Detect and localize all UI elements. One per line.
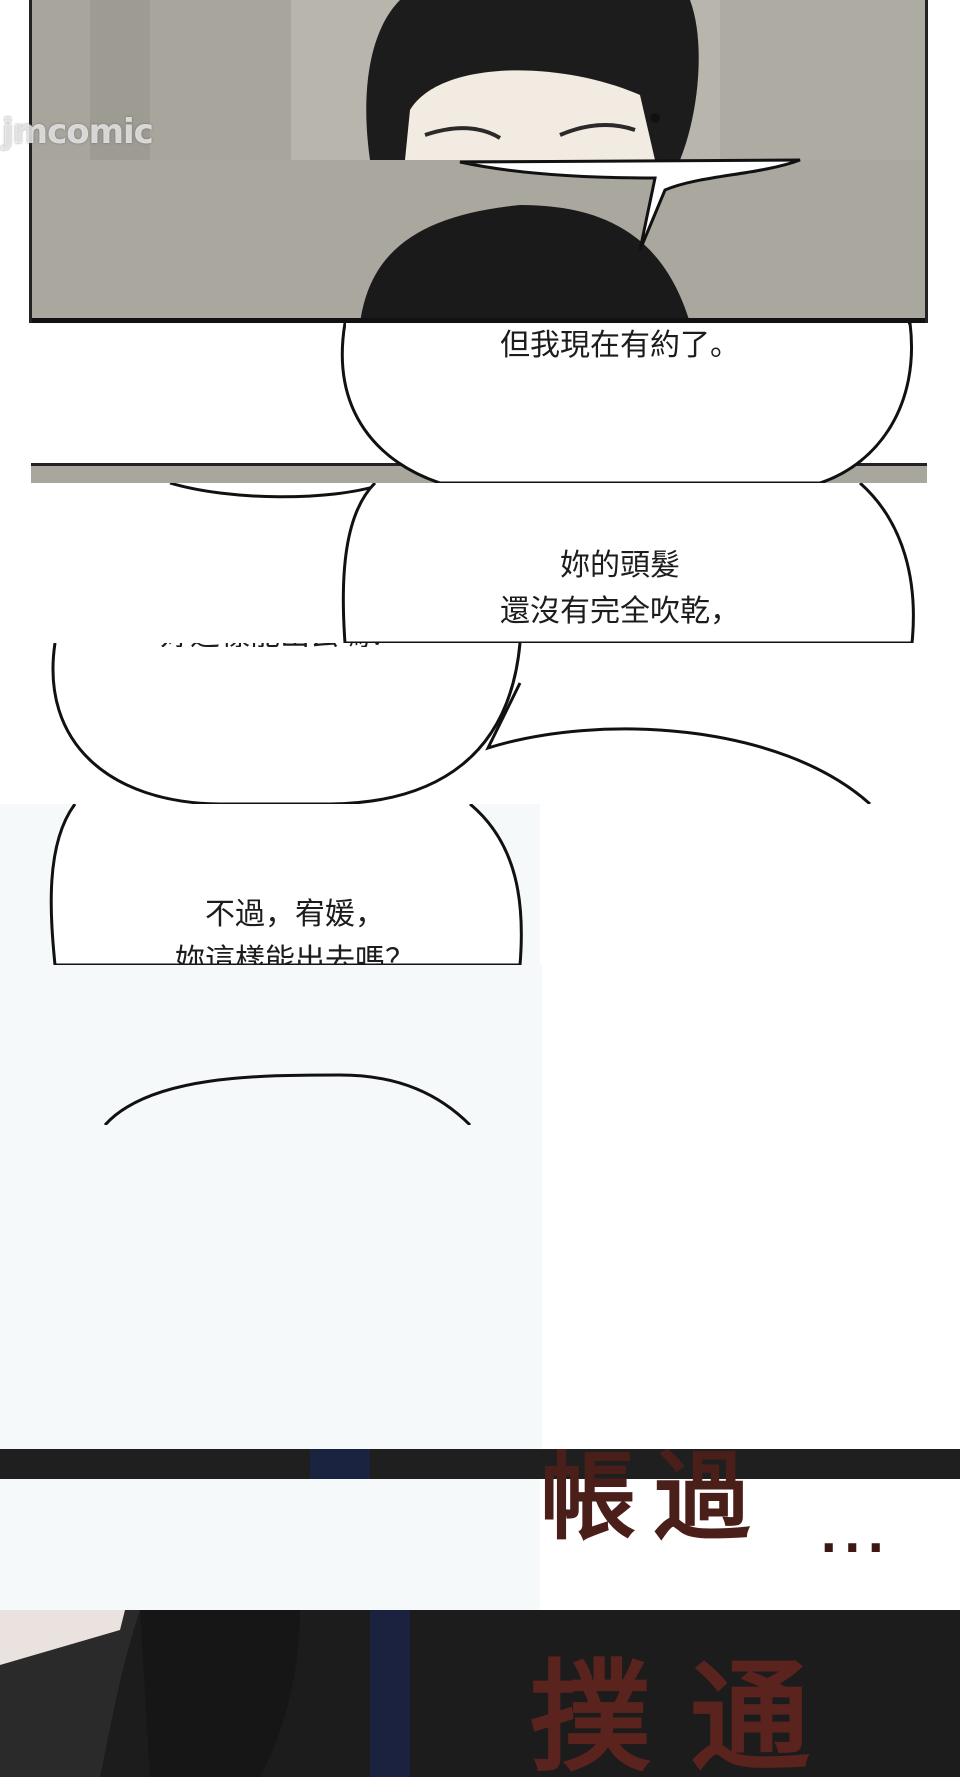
- panel-pale-blank: [0, 965, 960, 1449]
- sfx-top-word: 帳過: [540, 1449, 768, 1553]
- dialogue-appointment: 但我現在有約了。: [500, 328, 740, 363]
- panel-dark-scene-top: 帳過 ...: [0, 1449, 960, 1610]
- dialogue-hair-line-1: 妳的頭髮: [560, 548, 680, 583]
- panel-hair-bubble: 妳的頭髮 還沒有完全吹乾，: [0, 483, 960, 643]
- go-out-bubble-bottom-art: [51, 643, 872, 804]
- but-line-2-clip: 妳這樣能出去嗎？: [110, 938, 480, 965]
- panel-dark-scene-bottom: 撲通: [0, 1610, 960, 1777]
- hair-bubble-art: [169, 483, 915, 643]
- sfx-ellipsis: ...: [820, 1509, 891, 1563]
- man-close-up-art: [0, 0, 960, 323]
- pale-blank-art: [0, 965, 542, 1449]
- dark-scene-top-art: [0, 1449, 960, 1610]
- dialogue-go-out-cut: 妳這樣能出去嗎？: [135, 643, 425, 647]
- appointment-bubble-art: [31, 323, 927, 483]
- panel-go-out-bubble-bottom: 妳這樣能出去嗎？: [0, 643, 960, 804]
- dialogue-but-line-2: 妳這樣能出去嗎？: [175, 943, 415, 965]
- go-out-text-clip: 妳這樣能出去嗎？: [135, 643, 425, 647]
- dialogue-but-line-1: 不過，宥媛，: [205, 897, 385, 932]
- panel-man-close-up: jmcomic: [0, 0, 960, 323]
- but-bubble-art: [49, 804, 960, 965]
- sfx-bottom-word: 撲通: [530, 1647, 850, 1777]
- dialogue-hair-line-2: 還沒有完全吹乾，: [500, 594, 740, 629]
- panel-appointment-bubble: 但我現在有約了。: [0, 323, 960, 483]
- dark-scene-bottom-art: [0, 1610, 960, 1777]
- watermark-logo: jmcomic: [2, 112, 154, 152]
- panel-but-bubble: 不過，宥媛， 妳這樣能出去嗎？: [0, 804, 960, 965]
